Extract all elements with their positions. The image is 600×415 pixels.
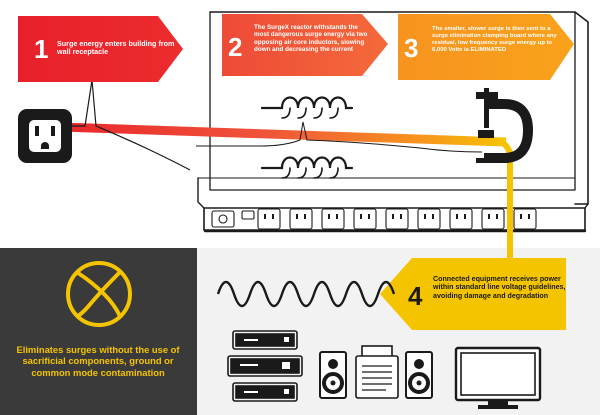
step-1-arrow: [18, 16, 183, 82]
x-circle-icon: [66, 261, 132, 327]
step-3-arrow: [398, 14, 574, 80]
wall-outlet-icon: [18, 109, 72, 163]
surge-protector-icon: [197, 11, 589, 233]
step-1-number: 1: [34, 34, 49, 64]
benefit-panel: [0, 248, 197, 415]
printer-icon: [355, 345, 399, 399]
speaker-icon: [319, 351, 347, 399]
step-4-text: Connected equipment receives power withi…: [433, 275, 566, 300]
surge-spike-trace: [72, 79, 191, 171]
inductor-coil-icon: [260, 96, 354, 179]
step-2-text: The SurgeX reactor withstands the most d…: [254, 24, 368, 54]
step-4-number: 4: [408, 281, 423, 311]
monitor-icon: [454, 346, 542, 409]
step-1-text: Surge energy enters building from wall r…: [57, 39, 175, 57]
step-2-number: 2: [228, 32, 243, 62]
rack-equipment-icon: [227, 330, 303, 402]
speaker-icon: [405, 351, 433, 399]
surge-beam: [29, 121, 507, 147]
reduced-surge-trace: [196, 121, 483, 153]
benefit-text: Eliminates surges without the use of sac…: [16, 344, 180, 378]
c-clamp-icon: [476, 88, 534, 163]
step-4-arrow: [380, 258, 566, 330]
step-2-arrow: [222, 14, 388, 76]
sine-wave-icon: [216, 280, 396, 308]
step-3-number: 3: [404, 33, 419, 63]
step-3-text: The smaller, slower surge is then sent t…: [432, 26, 557, 53]
